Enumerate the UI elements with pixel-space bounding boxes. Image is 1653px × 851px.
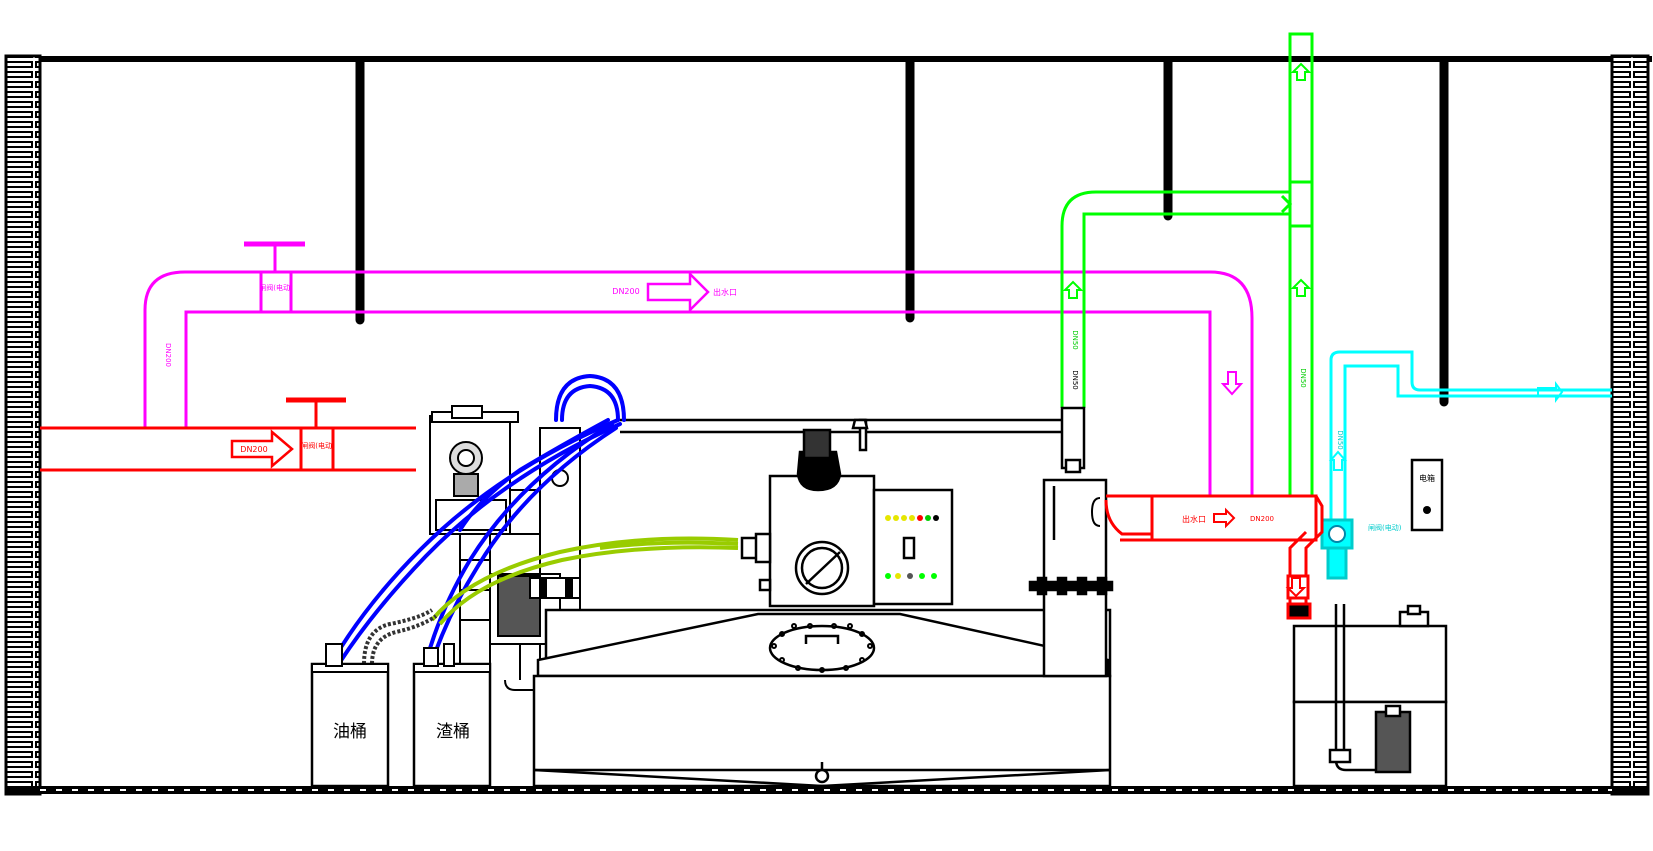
vent-up-arrow-icon-3 <box>1062 280 1084 299</box>
sludge-pump <box>497 575 541 637</box>
vent-branch-outer <box>1060 190 1290 408</box>
bypass-flow-arrow-icon <box>646 270 710 314</box>
slag-bucket-label: 渣桶 <box>436 722 470 742</box>
bypass-down-arrow-icon <box>1220 371 1244 396</box>
inlet-size-label: DN200 <box>240 445 267 454</box>
manhole-cover <box>768 624 876 672</box>
lift-size-label: DN50 <box>1336 430 1344 450</box>
control-box-label: 电箱 <box>1419 473 1435 483</box>
sludge-pipes <box>430 536 739 626</box>
bypass-pipe: 闸阀(电动) DN200 出水口 DN200 <box>143 241 1254 496</box>
inlet-pipe: 闸阀(电动) DN200 <box>40 397 416 472</box>
vent-pipes: DN50 DN50 DN50 <box>1060 32 1314 498</box>
outlet-size-label: DN200 <box>1250 515 1274 523</box>
inlet-flow-arrow-icon <box>230 429 294 469</box>
oil-bucket-label: 油桶 <box>333 722 367 742</box>
left-wall <box>4 54 42 796</box>
outlet-pipe-body <box>1150 494 1318 542</box>
bypass-flow-label: 出水口 <box>713 287 737 297</box>
control-box-switch-icon <box>1423 506 1431 514</box>
inlet-valve-body <box>299 426 335 472</box>
lift-valve-label: 闸阀(电动) <box>1368 523 1402 532</box>
vent-size-label-b: DN50 <box>1299 368 1307 388</box>
bypass-size-label: DN200 <box>612 287 639 296</box>
outlet-flow-arrow-icon <box>1213 507 1236 529</box>
motor-cap <box>796 450 842 492</box>
outlet-down-arrow-icon <box>1285 577 1307 598</box>
separator-tank <box>532 418 1114 788</box>
oil-bucket: 油桶 <box>310 643 390 788</box>
room-walls <box>4 54 1652 796</box>
lift-pump <box>1374 710 1412 774</box>
bypass-pipe-inner <box>184 310 1212 496</box>
lift-tank-lower <box>1292 700 1448 788</box>
bypass-pipe-outer <box>143 270 1254 496</box>
vent-up-arrow-icon <box>1290 62 1312 81</box>
panel-indicator-lights <box>885 515 939 579</box>
bypass-valve-body <box>259 270 293 314</box>
lift-tank-upper <box>1292 624 1448 704</box>
flex-hoses <box>362 608 438 665</box>
lift-station <box>1292 604 1448 788</box>
vent-size-label-small: DN50 <box>1071 370 1079 390</box>
right-wall <box>1610 54 1650 796</box>
inlet-valve-label: 闸阀(电动) <box>301 441 335 450</box>
bypass-valve-label: 闸阀(电动) <box>259 283 293 292</box>
oil-pipes <box>330 373 626 664</box>
outlet-flow-label: 出水口 <box>1182 514 1206 524</box>
vent-stack <box>1288 32 1314 498</box>
vent-up-arrow-icon-2 <box>1290 278 1312 297</box>
slag-bucket: 渣桶 <box>412 643 492 788</box>
electrical-box: 电箱 <box>1410 458 1444 532</box>
lift-up-arrow-icon <box>1328 450 1348 471</box>
bypass-riser-label: DN200 <box>164 343 172 367</box>
lift-flow-arrow-icon <box>1537 381 1564 403</box>
lift-outlet-pipe: DN50 闸阀(电动) <box>1320 350 1612 580</box>
vent-size-label-a: DN50 <box>1071 330 1079 350</box>
top-connection <box>620 406 1086 474</box>
ceiling-slab <box>6 56 1652 62</box>
outlet-pipe: 出水口 DN200 <box>1090 494 1324 620</box>
ceiling-hangers <box>355 57 1449 407</box>
